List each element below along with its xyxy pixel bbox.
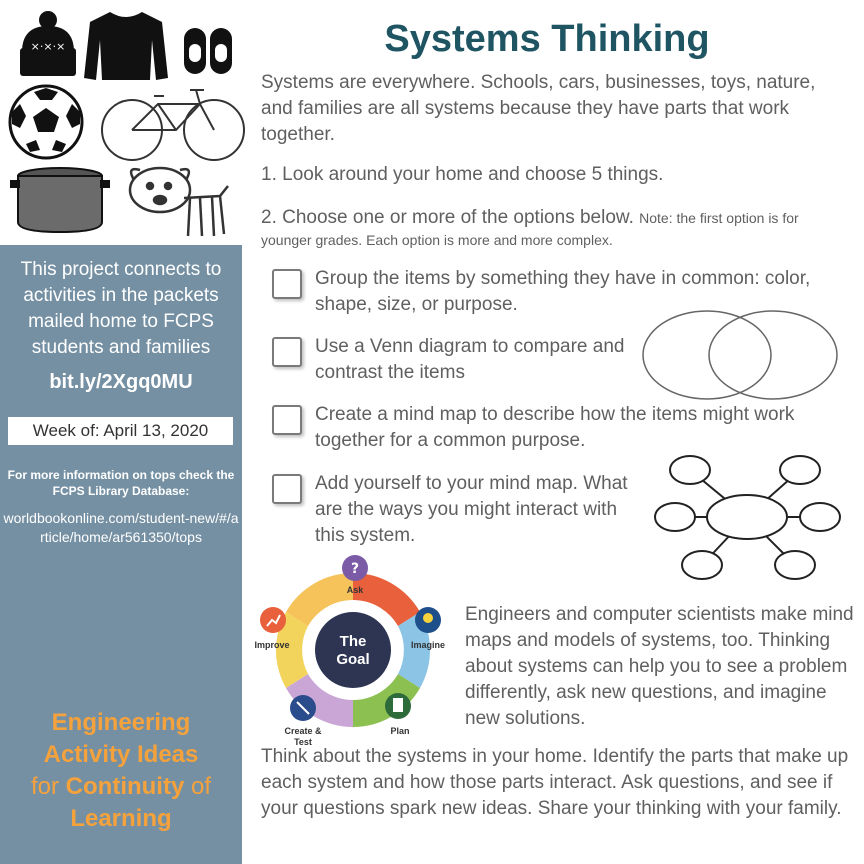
footer-of: of <box>190 773 211 800</box>
dog-icon <box>128 166 229 237</box>
bicycle-icon <box>101 89 245 161</box>
stage-imagine: Imagine <box>411 640 445 650</box>
option-venn-diagram: Use a Venn diagram to compare and contra… <box>272 334 642 386</box>
packet-link[interactable]: bit.ly/2Xgq0MU <box>49 371 193 393</box>
week-of-label: Week of: April 13, 2020 <box>8 417 233 445</box>
option-label: Use a Venn diagram to compare and contra… <box>315 336 625 383</box>
clothing-toys-illustrations: ×·×·× <box>8 11 245 237</box>
intro-paragraph: Systems are everywhere. Schools, cars, b… <box>261 72 816 145</box>
option-checkbox[interactable] <box>272 474 302 504</box>
goal-line2: Goal <box>336 651 369 668</box>
stage-plan: Plan <box>390 726 409 736</box>
database-url[interactable]: worldbookonline.com/student-new/#/articl… <box>3 510 239 545</box>
stage-ask: Ask <box>347 585 365 595</box>
slippers-icon <box>184 28 232 74</box>
step-two-note: Note: the first option is for younger gr… <box>261 210 799 248</box>
footer-activity-ideas: Activity Ideas <box>43 741 199 768</box>
page-title: Systems Thinking <box>384 18 710 60</box>
question-icon <box>342 555 368 581</box>
option-label: Add yourself to your mind map. What are … <box>315 473 628 546</box>
option-mind-map: Create a mind map to describe how the it… <box>272 402 832 454</box>
info-sidebar: This project connects to activities in t… <box>0 245 242 864</box>
option-group-items: Group the items by something they have i… <box>272 266 832 318</box>
cycle-ring <box>275 573 431 727</box>
stage-improve: Improve <box>254 640 289 650</box>
footer-continuity: Continuity <box>65 773 185 800</box>
footer-engineering: Engineering <box>51 709 191 736</box>
think-paragraph: Think about the systems in your home. Id… <box>261 746 849 819</box>
step-two: 2. Choose one or more of the options bel… <box>261 207 851 251</box>
beanie-icon: ×·×·× <box>20 11 76 76</box>
option-add-yourself: Add yourself to your mind map. What are … <box>272 471 642 549</box>
series-title: Engineering Activity Ideas for Continuit… <box>0 707 242 835</box>
goal-line1: The <box>340 633 367 650</box>
more-info-text: For more information on tops check the F… <box>7 468 235 498</box>
step-two-text: 2. Choose one or more of the options bel… <box>261 207 634 228</box>
stage-test: Test <box>294 737 312 747</box>
footer-for: for <box>30 773 59 800</box>
option-checkbox[interactable] <box>272 269 302 299</box>
soccer-ball-icon <box>8 84 84 160</box>
stage-create: Create & <box>284 726 322 736</box>
design-cycle-diagram: The Goal ? Ask Imagine Plan Create & Tes… <box>254 555 445 747</box>
option-checkbox[interactable] <box>272 405 302 435</box>
step-one: 1. Look around your home and choose 5 th… <box>261 164 664 185</box>
option-label: Group the items by something they have i… <box>315 268 811 315</box>
svg-text:×·×·×: ×·×·× <box>31 40 66 53</box>
svg-text:?: ? <box>351 561 359 577</box>
cooking-pot-icon <box>10 167 110 234</box>
engineers-paragraph: Engineers and computer scientists make m… <box>465 604 854 729</box>
goal-center <box>315 612 391 688</box>
sidebar-intro: This project connects to activities in t… <box>20 259 222 358</box>
option-label: Create a mind map to describe how the it… <box>315 404 795 451</box>
venn-diagram-icon <box>642 310 838 400</box>
option-checkbox[interactable] <box>272 337 302 367</box>
footer-learning: Learning <box>70 805 172 832</box>
sweater-icon <box>84 12 168 80</box>
mind-map-icon <box>654 455 841 580</box>
